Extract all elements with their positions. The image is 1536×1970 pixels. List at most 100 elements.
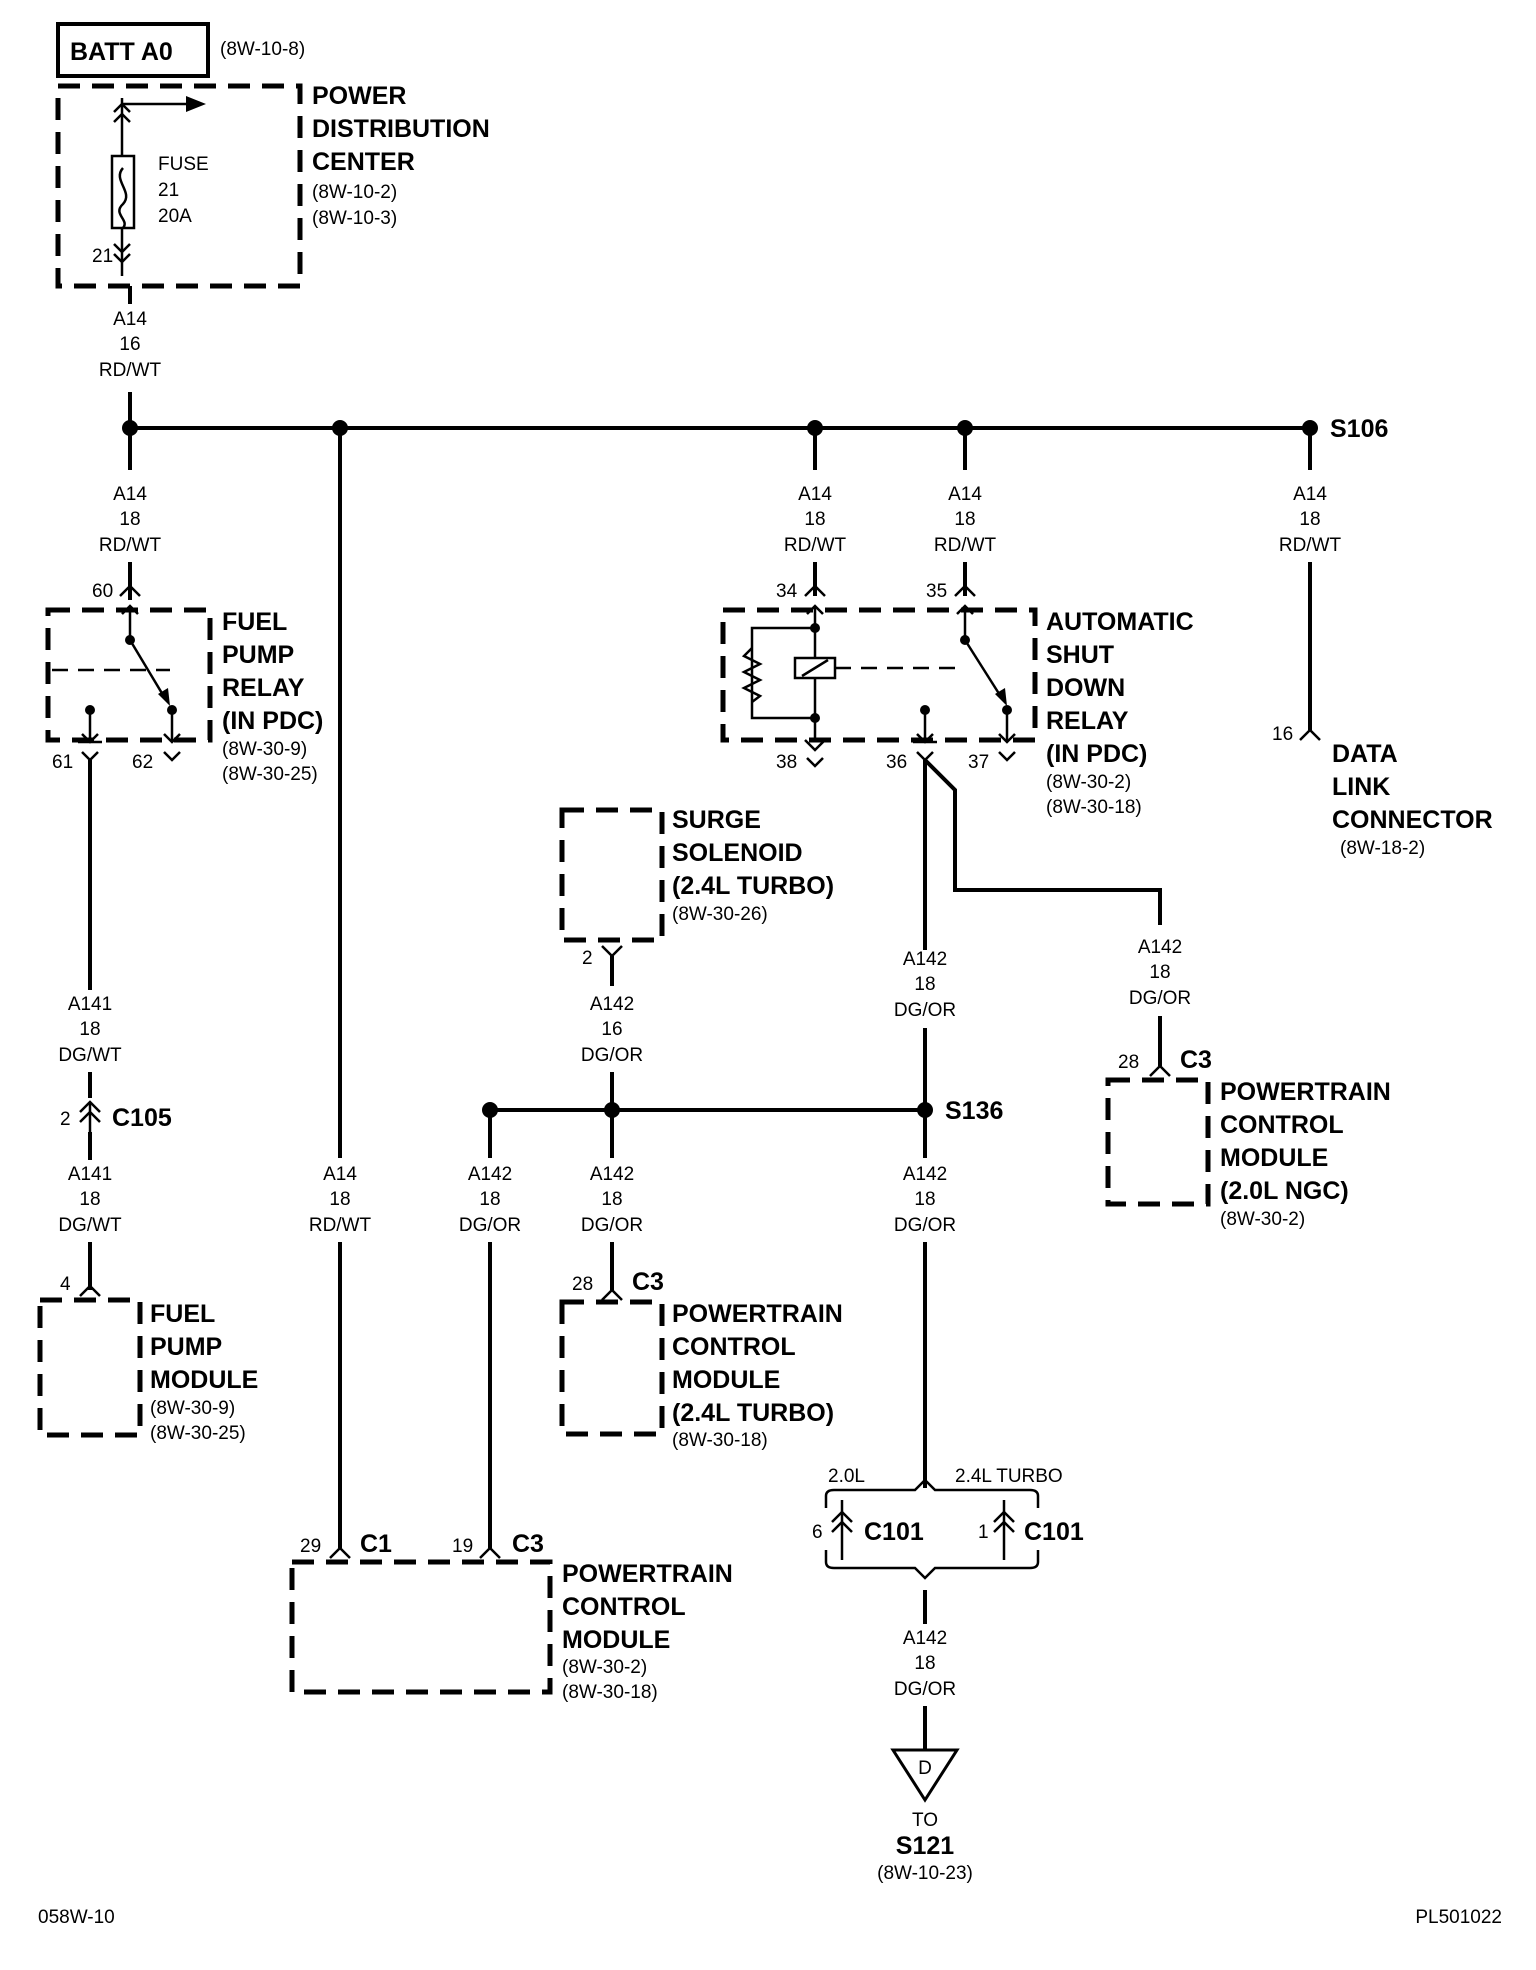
asd-ref1: (8W-30-2) — [1046, 772, 1131, 793]
a142-gauge: 18 — [914, 1653, 935, 1674]
relay-switch-icon — [52, 584, 181, 762]
a142-color: DG/OR — [894, 1215, 956, 1236]
a142-color: DG/OR — [459, 1215, 521, 1236]
pin-37: 37 — [968, 752, 989, 773]
pin-62: 62 — [132, 752, 153, 773]
pcm-main-conn1: C1 — [360, 1530, 392, 1558]
a142-16-color: DG/OR — [581, 1045, 643, 1066]
pin-arrow-icon — [1299, 728, 1321, 741]
c105-label: C105 — [112, 1104, 172, 1132]
a141-gauge: 18 — [79, 1019, 100, 1040]
batt-ref: (8W-10-8) — [220, 39, 305, 60]
surge-line2: SOLENOID — [672, 839, 803, 867]
pdc-pin: 21 — [92, 246, 113, 267]
pcm-turbo-line2: CONTROL — [672, 1333, 796, 1361]
fpm-line1: FUEL — [150, 1300, 215, 1328]
pin-arrow-icon — [329, 1546, 351, 1559]
a142-circuit: A142 — [590, 1164, 634, 1185]
wire-color: RD/WT — [99, 535, 162, 556]
pin-38: 38 — [776, 752, 797, 773]
a142-gauge: 18 — [914, 974, 935, 995]
surge-line1: SURGE — [672, 806, 761, 834]
fpr-line2: PUMP — [222, 641, 294, 669]
pcm-turbo-line3: MODULE — [672, 1366, 780, 1394]
fpr-line4: (IN PDC) — [222, 707, 323, 735]
pdc-box — [55, 83, 303, 289]
surge-pin: 2 — [582, 948, 593, 969]
terminal-ref: (8W-10-23) — [877, 1863, 973, 1884]
fpm-line2: PUMP — [150, 1333, 222, 1361]
pcm-main-box — [289, 1559, 553, 1695]
pcm-main-line2: CONTROL — [562, 1593, 686, 1621]
pdc-line2: DISTRIBUTION — [312, 115, 490, 143]
pdc-line3: CENTER — [312, 148, 415, 176]
dlc-pin: 16 — [1272, 724, 1293, 745]
c101-pin-left: 6 — [812, 1522, 823, 1543]
s136-label: S136 — [945, 1097, 1003, 1125]
dlc-line3: CONNECTOR — [1332, 806, 1493, 834]
pcm-turbo-ref: (8W-30-18) — [672, 1430, 768, 1451]
fpm-pin: 4 — [60, 1274, 71, 1295]
fpm-ref2: (8W-30-25) — [150, 1423, 246, 1444]
pcm-ngc-line4: (2.0L NGC) — [1220, 1177, 1349, 1205]
c101-bracket-icon — [824, 1478, 1040, 1580]
pcm-ngc-ref: (8W-30-2) — [1220, 1209, 1305, 1230]
pin-36: 36 — [886, 752, 907, 773]
terminal-letter: D — [918, 1758, 932, 1779]
asd-line5: (IN PDC) — [1046, 740, 1147, 768]
asd-line2: SHUT — [1046, 641, 1114, 669]
pcm-main-conn2: C3 — [512, 1530, 544, 1558]
terminal-to: TO — [912, 1810, 938, 1831]
pdc-ref1: (8W-10-2) — [312, 182, 397, 203]
a142-gauge: 18 — [601, 1189, 622, 1210]
a142-16-gauge: 16 — [601, 1019, 622, 1040]
wire-color: RD/WT — [1279, 535, 1342, 556]
wire-gauge: 18 — [1299, 509, 1320, 530]
fpr-ref2: (8W-30-25) — [222, 764, 318, 785]
asd-line1: AUTOMATIC — [1046, 608, 1194, 636]
a142-16-circuit: A142 — [590, 994, 634, 1015]
c105-connector-icon — [79, 1100, 101, 1132]
pin-arrow-icon — [601, 1288, 623, 1301]
pdc-line1: POWER — [312, 82, 406, 110]
pin-arrow-icon — [79, 1284, 101, 1297]
fuse-number: 21 — [158, 180, 179, 201]
asd-ref2: (8W-30-18) — [1046, 797, 1142, 818]
dlc-line2: LINK — [1332, 773, 1390, 801]
pcm-main-line3: MODULE — [562, 1626, 670, 1654]
main-wire-gauge: 16 — [119, 334, 140, 355]
pin-60: 60 — [92, 581, 113, 602]
main-wire-color: RD/WT — [99, 360, 162, 381]
fpm-ref1: (8W-30-9) — [150, 1398, 235, 1419]
wire-gauge: 18 — [954, 509, 975, 530]
surge-line3: (2.4L TURBO) — [672, 872, 834, 900]
a141-color: DG/WT — [58, 1045, 122, 1066]
wire-color: RD/WT — [309, 1215, 372, 1236]
pcm-ngc-pin: 28 — [1118, 1052, 1139, 1073]
fuse-icon — [110, 96, 206, 276]
terminal-dest: S121 — [896, 1832, 954, 1860]
pcm-ngc-box — [1105, 1077, 1211, 1207]
main-wire-circuit: A14 — [113, 309, 147, 330]
a142-color: DG/OR — [581, 1215, 643, 1236]
dlc-ref: (8W-18-2) — [1340, 838, 1425, 859]
batt-label: BATT A0 — [70, 38, 173, 66]
wire-gauge: 18 — [329, 1189, 350, 1210]
a142-circuit: A142 — [903, 1628, 947, 1649]
wire-circuit: A14 — [113, 484, 147, 505]
pcm-main-ref1: (8W-30-2) — [562, 1657, 647, 1678]
fuse-rating: 20A — [158, 206, 192, 227]
c101-right-label: 2.4L TURBO — [955, 1466, 1063, 1487]
fpr-ref1: (8W-30-9) — [222, 739, 307, 760]
a142-gauge: 18 — [479, 1189, 500, 1210]
a142-circuit: A142 — [468, 1164, 512, 1185]
a142-circuit: A142 — [903, 949, 947, 970]
pcm-ngc-line1: POWERTRAIN — [1220, 1078, 1391, 1106]
pin-arrow-icon — [601, 945, 623, 958]
c101-left-label: 2.0L — [828, 1466, 865, 1487]
batt-box — [56, 22, 210, 78]
pcm-ngc-conn: C3 — [1180, 1046, 1212, 1074]
wire-gauge: 18 — [119, 509, 140, 530]
asd-line4: RELAY — [1046, 707, 1129, 735]
